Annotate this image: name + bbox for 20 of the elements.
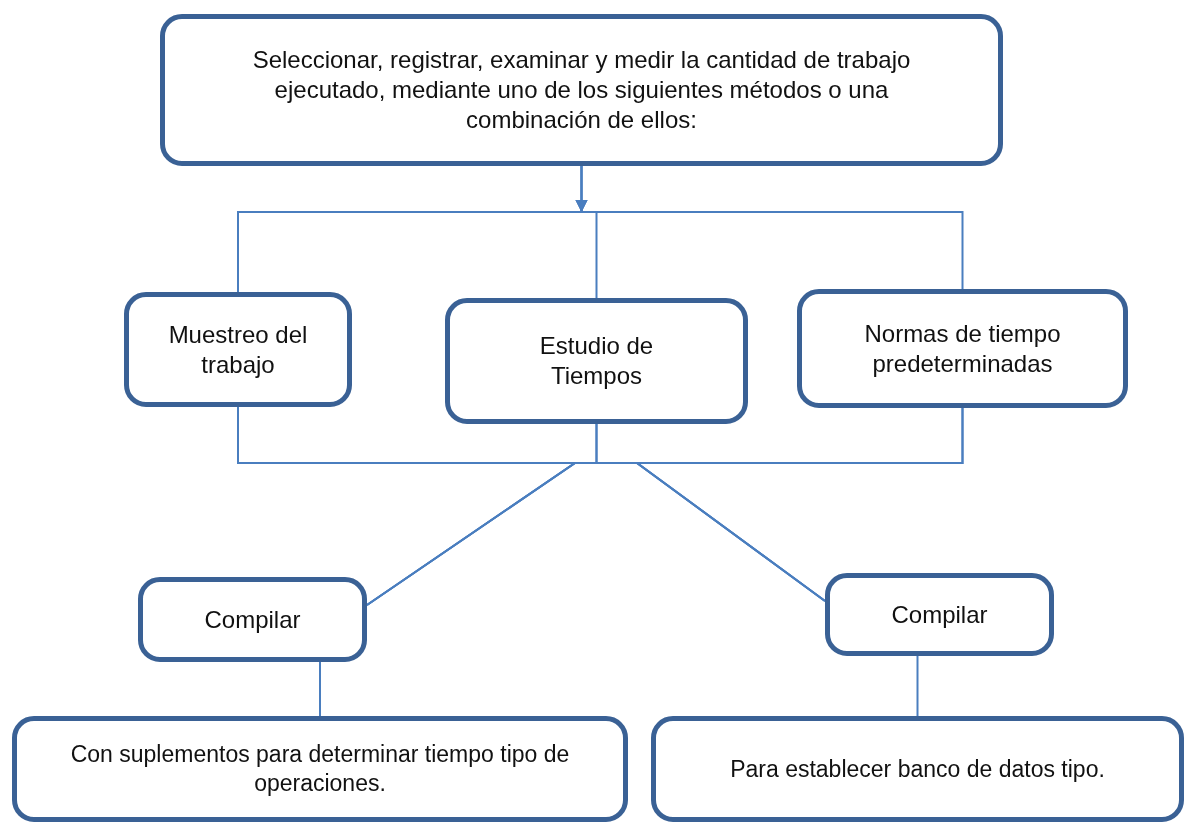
box-text: Compilar (891, 599, 988, 630)
box-text: Seleccionar, registrar, examinar y medir la cantidad de trabajo ejecutado, mediante uno de los siguientes métodos o una combinación de ellos: (251, 45, 912, 135)
rounded-box (12, 716, 628, 822)
box-text: Con suplementos para determinar tiempo tipo de operaciones. (69, 740, 571, 798)
connector-line (916, 655, 919, 717)
connector-line (319, 661, 321, 717)
rounded-box (825, 573, 1054, 656)
rounded-box (124, 292, 352, 407)
box-text: Compilar (204, 604, 301, 635)
arrow (575, 165, 964, 290)
rounded-box (445, 298, 748, 424)
box-text: Normas de tiempo predeterminadas (863, 318, 1062, 379)
rounded-box (160, 14, 1003, 166)
rounded-box (138, 577, 367, 662)
box-text: Para establecer banco de datos tipo. (730, 754, 1105, 784)
box-text: Muestreo del trabajo (167, 319, 309, 380)
rounded-box (651, 716, 1184, 822)
rounded-box (797, 289, 1128, 408)
connector-line (633, 407, 964, 602)
box-text: Estudio de Tiempos (538, 331, 655, 391)
